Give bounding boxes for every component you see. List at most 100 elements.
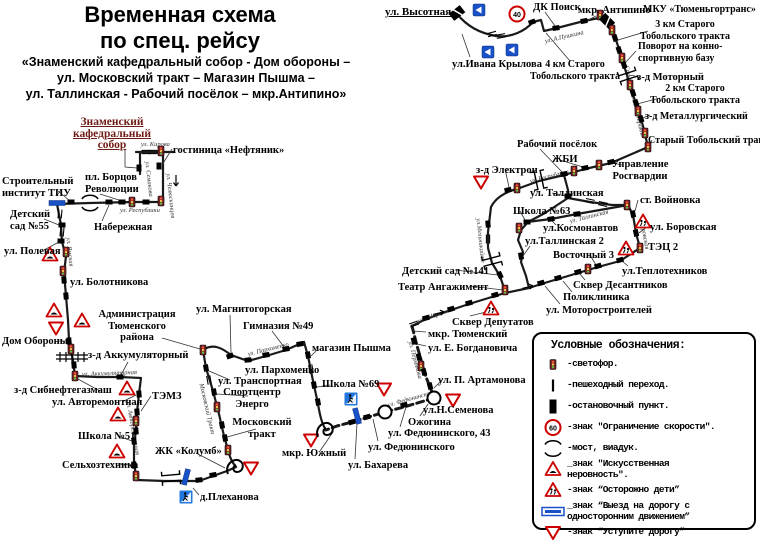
legend-item-label: -пешеходный переход. <box>567 379 670 391</box>
bus-stop-marker <box>202 364 210 372</box>
bus-stop-marker <box>399 401 409 409</box>
stop-label: Школа №69 <box>322 379 380 390</box>
stop-label: ул. Транспортная <box>218 376 302 387</box>
legend-item: -остановочный пункт. <box>539 396 749 417</box>
yield-icon <box>539 522 567 543</box>
pedestrian-crossing-marker <box>408 320 420 328</box>
bus-stop-marker <box>362 413 372 421</box>
stop-label: гостиница «Нефтяник» <box>173 145 285 156</box>
traffic-light-icon <box>157 145 165 157</box>
speed-bump-sign <box>45 302 63 318</box>
stop-label: Сельхозтехника <box>62 460 139 471</box>
legend-item-label: -знак “Осторожно дети” <box>567 484 680 496</box>
speed-bump-sign <box>118 380 136 396</box>
direction-arrow-icon <box>520 282 535 292</box>
bus-stop-marker <box>496 270 504 280</box>
stop-label: Детский сад №141 <box>402 266 490 277</box>
bus-stop-marker <box>573 211 581 217</box>
stop-label: ЖБИ <box>552 154 578 165</box>
bus-stop-marker <box>632 229 640 237</box>
bus-stop-marker <box>637 114 645 124</box>
stop-label: Рабочий посёлок <box>517 139 598 150</box>
stop-label: Старый Тобольский тракт <box>648 135 760 146</box>
pedestrian-crossing-marker <box>495 33 507 39</box>
legend-box: Условные обозначения: -светофор.-пешеход… <box>532 332 756 540</box>
stop-label: ул. Таллинская <box>530 188 604 199</box>
route-subtitle: «Знаменский кафедральный собор - Дом обо… <box>0 54 372 102</box>
traffic-light-icon <box>634 105 642 117</box>
bus-stop-marker <box>244 357 252 363</box>
legend-item: 60-знак "Ограничение скорости". <box>539 417 749 438</box>
stop-label: Восточный 3 <box>553 250 615 261</box>
stop-label: Школа №63 <box>513 206 571 217</box>
bus-stop-marker <box>116 374 124 380</box>
bus-stop-marker <box>63 292 69 300</box>
route-subtitle-line2: ул. Московский тракт – Магазин Пышма – <box>57 71 315 85</box>
traffic-light-icon <box>132 415 140 427</box>
legend-item-label: -знак "Ограничение скорости". <box>567 421 716 433</box>
traffic-light-icon <box>128 196 136 208</box>
stop-label: ст. Войновка <box>640 195 701 206</box>
pedestrian-sign <box>344 392 358 406</box>
pedestrian-crossing-marker <box>486 30 498 38</box>
direction-arrow-icon <box>172 174 180 187</box>
stop-label: ул. Болотникова <box>70 277 149 288</box>
traffic-light-icon <box>62 246 70 258</box>
legend-item: -знак “Уступите дорогу” <box>539 522 749 543</box>
bus-stop-marker <box>552 25 560 31</box>
bus-stop-marker <box>304 351 312 359</box>
route-segment <box>455 12 610 38</box>
stop-label: ул. Е. Богдановича <box>428 343 518 354</box>
bus-stop-marker <box>415 352 423 362</box>
bus-stop-marker <box>420 367 428 377</box>
stop-label: з-д Электрон <box>476 165 538 176</box>
traffic-light-icon <box>623 199 631 211</box>
stop-label: ул. Бахарева <box>348 460 409 471</box>
traffic-light-icon <box>67 343 75 355</box>
legend-item-label: -знак “Уступите дорогу” <box>567 526 685 538</box>
bus-stop-marker <box>464 299 474 307</box>
legend-item: _знак "Искусственная неровность". <box>539 458 749 480</box>
bus-stop-marker <box>620 60 628 70</box>
route-segment <box>135 465 238 483</box>
legend-item-label: -остановочный пункт. <box>567 400 670 412</box>
organization-name: МКУ «Тюменьгортранс» <box>643 4 756 15</box>
stop-label: ул. Полевая <box>4 246 61 257</box>
traffic-light-icon <box>501 284 509 296</box>
stop-label: Школа №51 <box>78 431 136 442</box>
one-way-sign <box>505 43 519 57</box>
traffic-light-icon <box>539 354 567 375</box>
bus-stop-marker <box>485 220 491 228</box>
route-subtitle-line3: ул. Таллинская - Рабочий посёлок – мкр.А… <box>25 87 347 101</box>
traffic-light-icon <box>513 182 521 194</box>
bridge-marker <box>160 469 182 487</box>
stop-label: Поликлиника <box>563 292 630 303</box>
yield-sign <box>303 433 319 448</box>
page-title-line1: Временная схема <box>84 2 276 27</box>
pedestrian-crossing-marker <box>59 226 65 238</box>
route-segment <box>73 374 143 482</box>
interchange-loop-marker <box>316 421 334 438</box>
bus-stop-marker <box>553 274 563 282</box>
bus-stop-marker <box>560 170 568 178</box>
callout-lines <box>43 11 661 496</box>
bus-stop-marker <box>282 345 290 353</box>
bridge-marker <box>81 194 99 212</box>
traffic-light-icon <box>515 222 523 234</box>
legend-rows: -светофор.-пешеходный переход.-остановоч… <box>539 354 749 543</box>
stop-label: з-д Сибнефтегазмаш <box>14 385 112 396</box>
street-label: ул. Кирова <box>141 141 170 148</box>
bus-stop-marker <box>446 305 456 313</box>
stop-label: ул. Магнитогорская <box>196 304 292 315</box>
roundabout-marker <box>377 404 393 420</box>
traffic-light-icon <box>595 159 603 171</box>
one-way-entry-sign <box>181 468 191 486</box>
bus-stop-marker <box>67 199 75 205</box>
